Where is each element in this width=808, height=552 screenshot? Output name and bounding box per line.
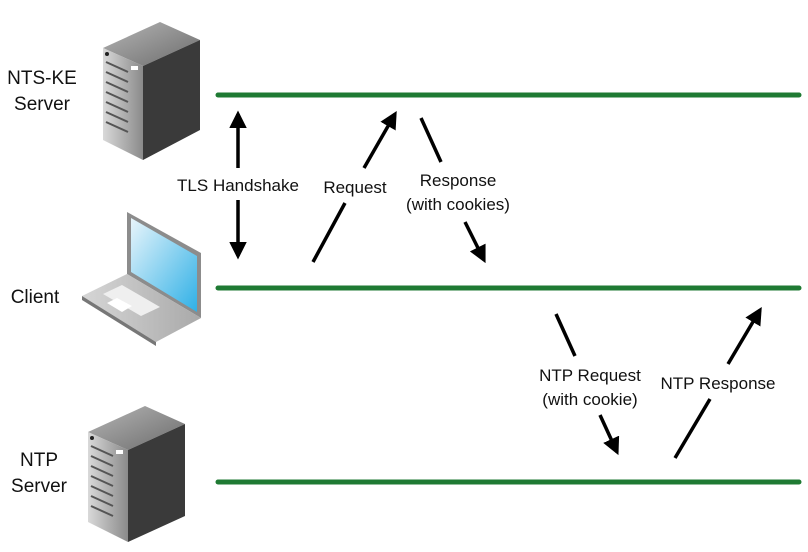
label-line: Server [11, 476, 67, 497]
label-line: (with cookies) [406, 195, 510, 214]
client-laptop-icon [82, 212, 201, 346]
tls-handshake-label: TLS Handshake [177, 176, 299, 195]
label-line: Client [10, 287, 60, 308]
ntp-request-label: NTP Request (with cookie) [530, 364, 650, 412]
nts-ke-server-icon [103, 22, 200, 160]
ntp-response-arrow [673, 306, 762, 459]
label-line: NTP [20, 450, 58, 471]
request-label: Request [323, 178, 387, 197]
ntp-server-label: NTP Server [2, 448, 76, 500]
response-arrow [419, 117, 486, 264]
request-arrow [311, 110, 397, 263]
nts-ke-server-label: NTS-KE Server [0, 66, 84, 118]
response-label: Response (with cookies) [396, 169, 520, 217]
ntp-response-label: NTP Response [660, 374, 776, 393]
label-line: Response [419, 171, 497, 190]
ntp-server-icon [88, 406, 185, 542]
label-line: NTS-KE [7, 68, 77, 89]
ntp-request-arrow [554, 313, 620, 456]
label-line: NTP Request [539, 366, 641, 385]
label-line: (with cookie) [542, 390, 638, 409]
label-line: Server [14, 94, 70, 115]
client-label: Client [0, 285, 70, 311]
